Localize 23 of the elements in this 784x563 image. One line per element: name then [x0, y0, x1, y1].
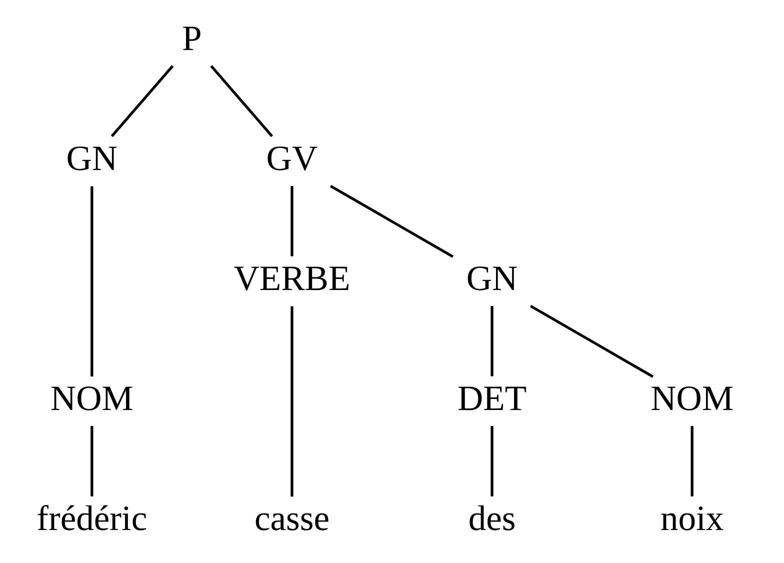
connector: [490, 426, 494, 496]
connector: [110, 65, 174, 138]
node-text: noix: [660, 498, 724, 538]
connector: [90, 426, 94, 496]
connector: [210, 65, 274, 138]
node-text: NOM: [50, 378, 134, 418]
node-text: NOM: [650, 378, 734, 418]
connector: [690, 426, 694, 496]
connector: [330, 184, 454, 258]
connector: [490, 306, 494, 376]
node-text: GN: [466, 258, 518, 298]
node-text: P: [182, 18, 202, 58]
connector: [290, 306, 294, 497]
node-text: casse: [254, 498, 330, 538]
node-text: DET: [457, 378, 527, 418]
connector: [530, 304, 654, 378]
node-text: GN: [66, 138, 118, 178]
node-text: frédéric: [36, 498, 148, 538]
connector: [90, 186, 94, 377]
node-text: GV: [266, 138, 318, 178]
node-text: des: [468, 498, 516, 538]
connector: [290, 186, 294, 256]
node-text: VERBE: [234, 258, 350, 298]
